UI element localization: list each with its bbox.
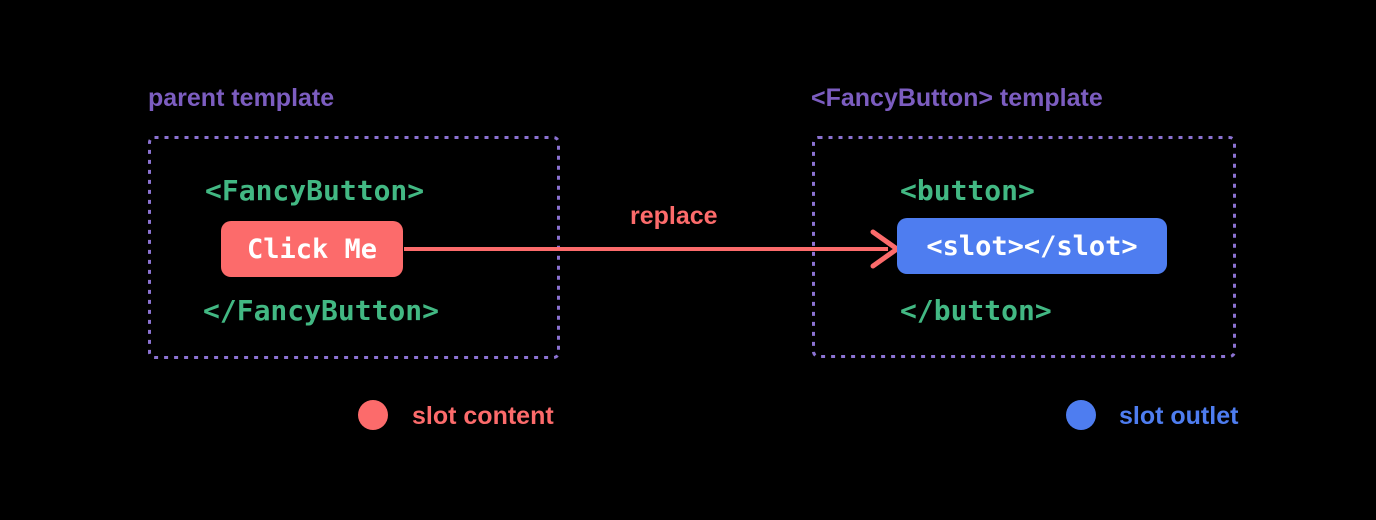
fancybutton-template-box-border (812, 136, 1236, 358)
click-me-button: Click Me (221, 221, 403, 277)
slot-outlet-box: <slot></slot> (897, 218, 1167, 274)
slot-content-dot-icon (358, 400, 388, 430)
slot-outlet-label: slot outlet (1119, 402, 1239, 430)
button-open-tag: <button> (900, 174, 1035, 207)
fancybutton-template-box (812, 136, 1236, 358)
fancybutton-open-tag: <FancyButton> (205, 174, 425, 207)
slot-outlet-dot-icon (1066, 400, 1096, 430)
fancybutton-close-tag: </FancyButton> (203, 294, 440, 327)
parent-template-title: parent template (148, 84, 335, 112)
fancybutton-template-title: <FancyButton> template (811, 84, 1103, 112)
button-close-tag: </button> (900, 294, 1052, 327)
replace-label: replace (630, 202, 718, 230)
slot-content-label: slot content (412, 402, 554, 430)
